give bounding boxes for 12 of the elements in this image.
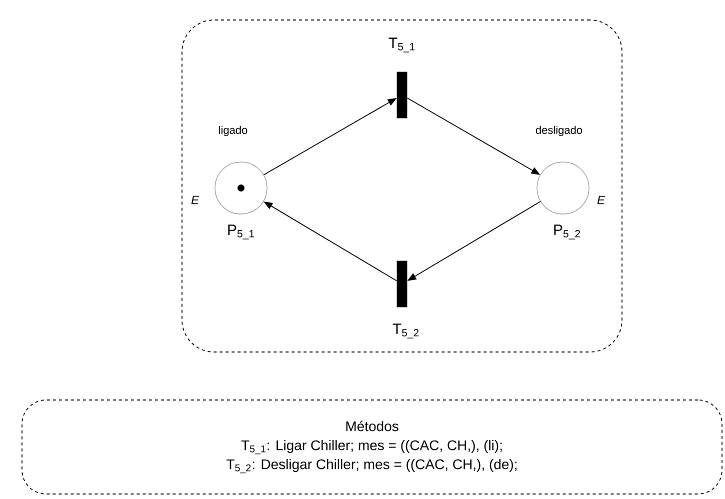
state-label: desligado [536, 126, 582, 136]
node-label: P$_{5_2}$ [554, 224, 580, 240]
italic-label: E [597, 196, 606, 204]
place-circle [536, 162, 590, 214]
dashed-frame [182, 20, 622, 352]
node-label: T$_{5_2}$ [392, 324, 419, 338]
node-label: P$_{5_1}$ [228, 224, 254, 240]
place-circle [214, 162, 268, 214]
state-label: ligado [219, 126, 248, 136]
italic-label: E [191, 196, 200, 204]
node-label: T$_{5_1}$ [388, 38, 415, 52]
method-box: Métodos T$_{5_1}$: Ligar Chiller; mes = ((CAC, CH,), (li); T$_{5_2}$: Desligar Chiller; mes = ((CAC, CH,), (de); [22, 400, 722, 494]
